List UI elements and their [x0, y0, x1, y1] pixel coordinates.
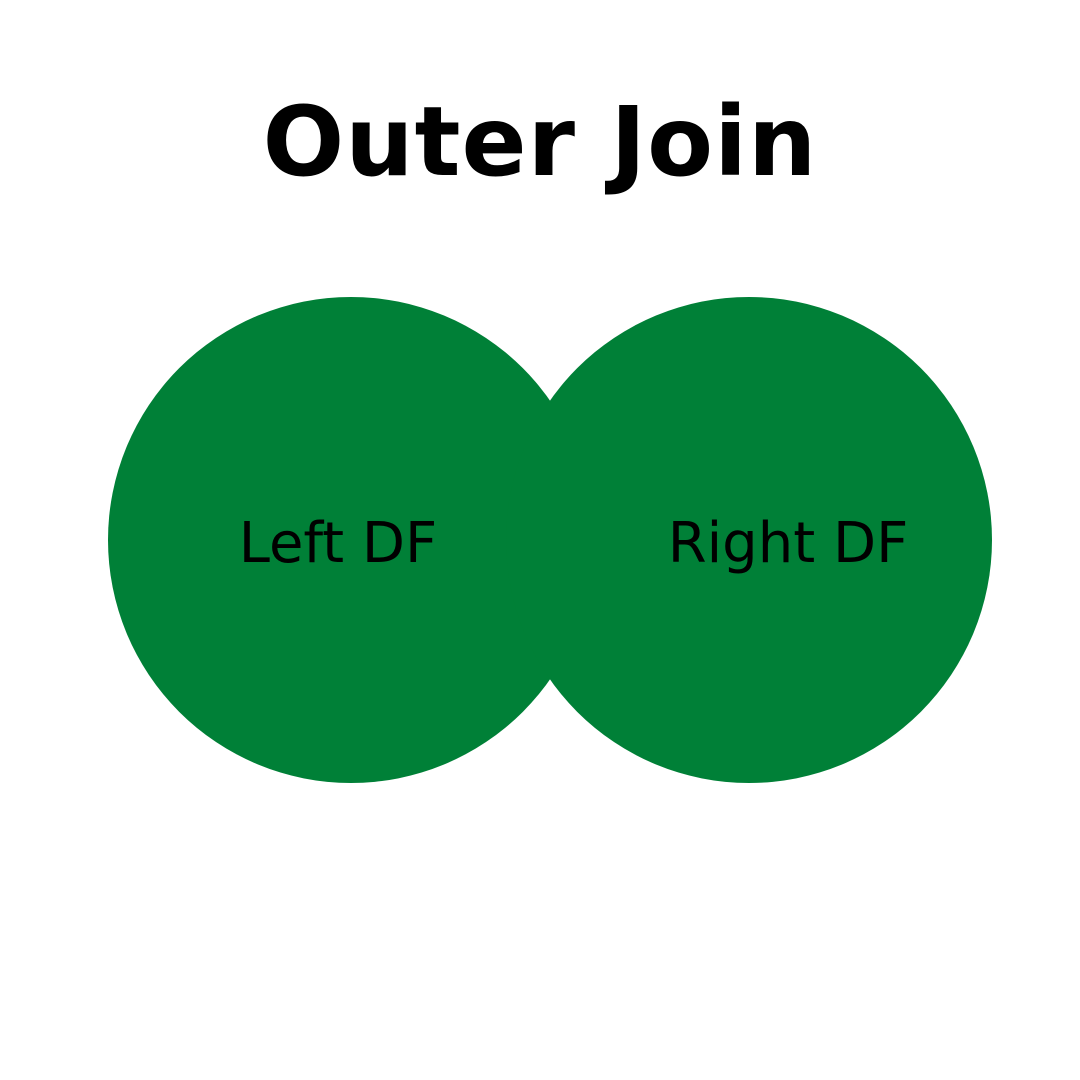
- left-set-label: Left DF: [239, 511, 438, 576]
- right-set-circle: [506, 297, 992, 783]
- right-set-label: Right DF: [668, 511, 909, 576]
- diagram-title: Outer Join: [262, 86, 818, 198]
- left-set-circle: [108, 297, 594, 783]
